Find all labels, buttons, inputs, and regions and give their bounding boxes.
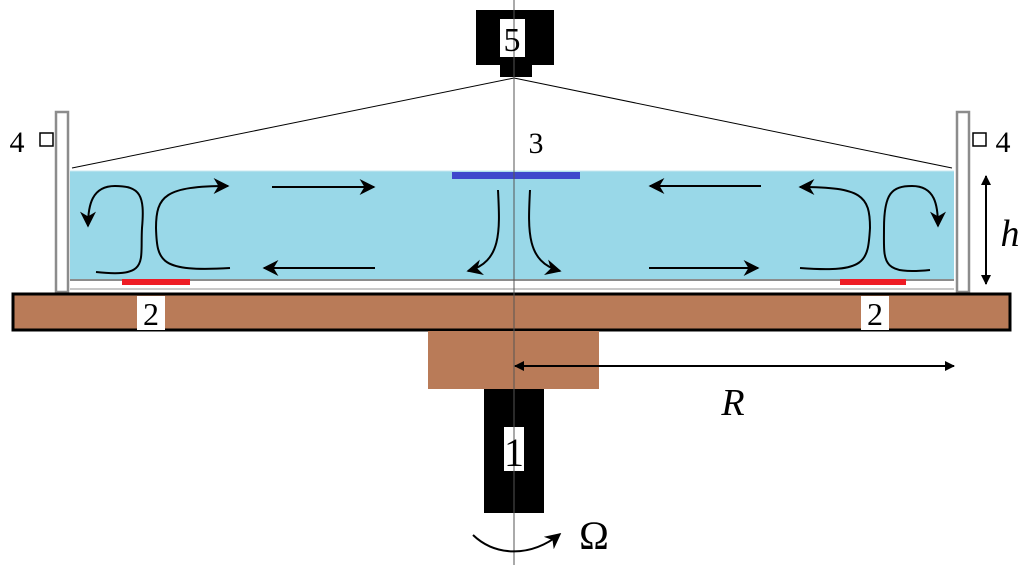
heater-right-label-bg <box>861 296 889 330</box>
heater-left-label-bg <box>137 296 165 330</box>
flow-cell-right-outer <box>882 184 946 272</box>
rotating-platform <box>11 292 1012 332</box>
radius-label: R <box>720 382 744 424</box>
camera-label-bg <box>500 19 525 57</box>
cooler-plate <box>452 172 580 179</box>
tank-wall-right <box>955 110 971 294</box>
depth-label: h <box>1001 213 1020 255</box>
camera-view-line-right <box>513 77 953 169</box>
heater-right-label: 2 <box>867 296 883 332</box>
sensor-right-label: 4 <box>996 126 1011 159</box>
motor-label: 1 <box>504 430 524 475</box>
tank-bottom <box>70 279 954 281</box>
sensor-left-label: 4 <box>10 126 25 159</box>
heater-left-label: 2 <box>143 296 159 332</box>
sensor-left-icon <box>39 132 54 147</box>
heater-right <box>840 279 906 285</box>
sensor-right-icon <box>972 132 987 147</box>
flow-arrow-center-right <box>528 189 562 276</box>
tank-bottom-gap <box>70 281 954 289</box>
tank-wall-left <box>54 110 70 294</box>
camera-label: 5 <box>504 22 521 59</box>
rotation-label: Ω <box>579 513 609 558</box>
tank-bottom-edge <box>70 288 954 290</box>
flow-cell-right-inner <box>798 179 872 271</box>
heater-left <box>122 279 190 285</box>
camera-lens <box>500 64 532 77</box>
flow-cell-left-outer <box>80 184 144 275</box>
cooler-label: 3 <box>529 127 544 160</box>
flow-cell-left-inner <box>154 178 231 270</box>
flow-arrow-center-left <box>466 189 500 276</box>
rotation-arrow <box>472 533 562 553</box>
camera-view-line-left <box>71 77 515 169</box>
